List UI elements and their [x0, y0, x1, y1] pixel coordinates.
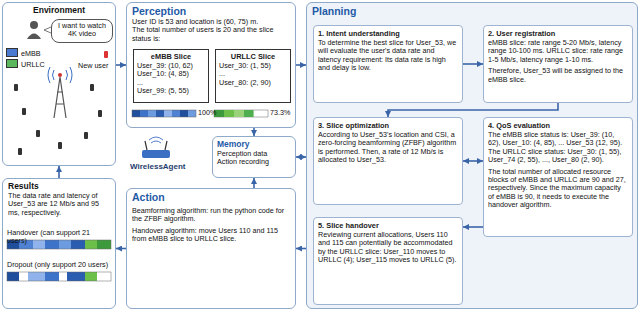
flow-arrow: [463, 226, 483, 228]
heading-text: Results: [8, 181, 110, 192]
heading-text: Action: [132, 191, 290, 204]
urllc-usage-bar: [214, 110, 268, 117]
step-box: 5. Slice handoverReviewing current alloc…: [313, 217, 463, 305]
flow-arrow: [296, 156, 306, 158]
body-text: The data rate and latency of User_53 are…: [8, 192, 110, 217]
flow-arrow: [116, 64, 126, 66]
step-box: 2. User registrationeMBB slice: rate ran…: [483, 25, 633, 103]
annotation-label: New user: [78, 62, 108, 70]
flow-arrow: [296, 64, 306, 66]
results-panel: ResultsThe data rate and latency of User…: [2, 178, 116, 309]
router-antennas: [145, 141, 167, 150]
phone-icon: [14, 84, 18, 91]
heading-text: Planning: [312, 5, 632, 18]
user-head: [30, 21, 38, 29]
router-body: [142, 150, 170, 158]
bubble-tail: [44, 27, 51, 33]
percentage-label: 73.3%: [270, 109, 290, 117]
environment-panel: Environment I want to watch 4K video: [2, 2, 116, 166]
router-waves: [149, 137, 163, 143]
flow-arrow: [116, 248, 126, 250]
body-text: Reviewing current allocations, Users 110…: [318, 231, 458, 265]
step-box: 4. QoS evaluationThe eMBB slice status i…: [483, 117, 633, 237]
legend-row: URLLC: [6, 59, 45, 69]
phone-icon: [58, 142, 62, 149]
base-station-tower: [54, 77, 66, 118]
body-text: According to User_53's location and CSI,…: [318, 131, 458, 165]
body-text: Beamforming algorithm: run the python co…: [132, 207, 290, 224]
step-box: 3. Slice optimizationAccording to User_5…: [313, 117, 463, 205]
signal-waves: [48, 67, 72, 83]
flow-arrow: [58, 166, 60, 178]
slice-box: eMBB SliceUser_39: (10, 62)User_10: (4, …: [133, 49, 209, 103]
phone-icon: [36, 130, 40, 137]
body-text: Handover algorithm: move Users 110 and 1…: [132, 227, 290, 244]
new-user-phone: [104, 51, 108, 58]
action-panel: ActionBeamforming algorithm: run the pyt…: [126, 188, 296, 309]
planning-background: [306, 2, 638, 309]
legend-row: eMBB: [6, 48, 41, 58]
heading-text: 5. Slice handover: [318, 221, 458, 230]
flow-arrow: [296, 248, 306, 250]
percentage-label: 100%: [198, 109, 216, 117]
body-text: ...: [137, 79, 205, 87]
phone-icon: [18, 148, 22, 155]
body-text: The eMBB slice status is: User_39: (10, …: [488, 131, 628, 165]
body-text: Therefore, User_53 will be assigned to t…: [488, 67, 628, 84]
legend-text: URLLC: [21, 60, 45, 69]
legend-swatch: [6, 59, 18, 68]
phone-icon: [22, 108, 26, 115]
slice-box: URLLC SliceUser_30: (1, 55)...User_80: (…: [215, 49, 291, 103]
heading-text: 4. QoS evaluation: [488, 121, 628, 130]
body-text: Perception data: [217, 150, 291, 158]
body-text: The total number of allocated resource b…: [488, 168, 628, 210]
phone-icon: [98, 110, 102, 117]
flow-arrow: [253, 178, 255, 188]
body-text: User_30: (1, 55): [219, 62, 287, 70]
body-text: The total number of users is 20 and the …: [132, 26, 290, 43]
body-text: I want to watch 4K video: [55, 22, 109, 39]
body-text: User_39: (10, 62): [137, 62, 205, 70]
urllc-usage-fill: [214, 110, 254, 117]
heading-text: 1. Intent understanding: [318, 29, 458, 38]
memory-box: MemoryPerception dataAction recording: [212, 136, 296, 178]
flow-arrow: [388, 103, 558, 117]
flow-arrow: [463, 63, 483, 65]
dropout-bar: [7, 272, 111, 281]
heading-text: Memory: [217, 139, 291, 150]
step-box: 1. Intent understandingTo determine the …: [313, 25, 463, 103]
body-text: Dropout (only support 20 users): [7, 261, 111, 269]
body-text: ...: [219, 70, 287, 78]
heading-text: eMBB Slice: [137, 52, 205, 61]
body-text: User ID is 53 and location is (60, 75) m…: [132, 18, 290, 26]
body-text: User_80: (2, 90): [219, 79, 287, 87]
heading-text: Perception: [132, 5, 290, 18]
phone-icon: [84, 132, 88, 139]
speech-bubble: I want to watch 4K video: [51, 19, 113, 43]
body-text: To determine the best slice for User_53,…: [318, 39, 458, 73]
embb-usage-bar: [132, 110, 196, 117]
agent-name: WirelessAgent: [130, 162, 186, 172]
body-text: User_99: (5, 55): [137, 87, 205, 95]
heading-text: URLLC Slice: [219, 52, 287, 61]
planning-panel: Planning 1. Intent understandingTo determ…: [306, 2, 638, 309]
heading-text: 2. User registration: [488, 29, 628, 38]
flow-arrow: [463, 160, 483, 162]
body-text: Action recording: [217, 158, 291, 166]
phone-icon: [90, 84, 94, 91]
heading-text: Environment: [8, 5, 110, 16]
legend-text: eMBB: [21, 49, 41, 58]
user-body: [27, 34, 41, 40]
body-text: User_10: (4, 85): [137, 70, 205, 78]
legend-swatch: [6, 48, 18, 57]
flow-arrow: [253, 128, 255, 136]
body-text: Handover (can support 21 users): [7, 229, 111, 246]
body-text: eMBB slice: rate range 5-20 Mb/s, latenc…: [488, 39, 628, 64]
antenna-tip: [58, 73, 62, 77]
heading-text: 3. Slice optimization: [318, 121, 458, 130]
